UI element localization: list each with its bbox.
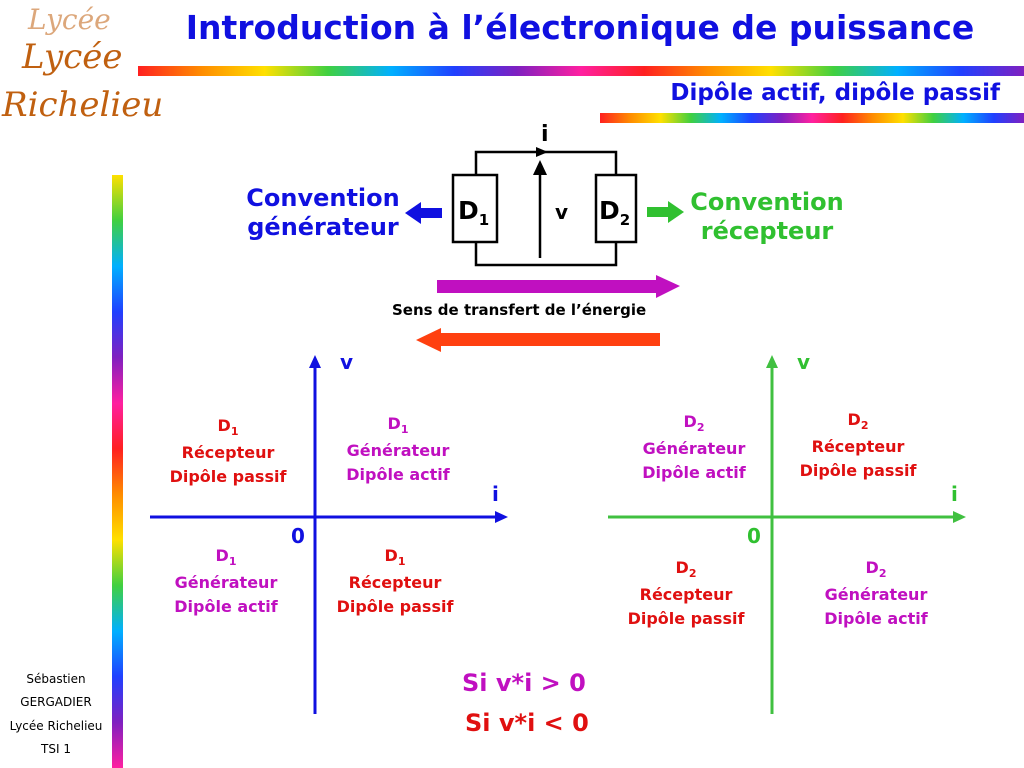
title-rainbow-bar: [138, 66, 1024, 76]
page-subtitle: Dipôle actif, dipôle passif: [670, 80, 1000, 106]
school-logo: Lycée Lycée Richelieu: [0, 0, 163, 170]
top-wire: [474, 150, 618, 175]
left-v-axis-arrow-icon: [309, 355, 321, 368]
voltage-label: v: [555, 200, 569, 224]
logo-line1: Lycée: [28, 3, 111, 36]
receptor-convention-label: Convention récepteur: [690, 188, 844, 245]
left-arrow-icon: [405, 202, 421, 224]
condition-positive: Si v*i > 0: [462, 669, 586, 697]
author-firstname: Sébastien: [26, 672, 86, 686]
generator-convention-label: Convention générateur: [246, 184, 400, 241]
right-i-axis-label: i: [951, 482, 958, 506]
right-origin-label: 0: [747, 524, 761, 548]
left-q2-text: D1 Récepteur Dipôle passif: [169, 416, 287, 486]
author-school: Lycée Richelieu: [9, 718, 103, 733]
right-q2-text: D2 Générateur Dipôle actif: [642, 412, 746, 482]
left-origin-label: 0: [291, 524, 305, 548]
dipole-d1-box: [451, 173, 499, 244]
energy-transfer-label: Sens de transfert de l’énergie: [392, 301, 647, 319]
dipole-d2-box: [594, 173, 638, 244]
left-q1-text: D1 Générateur Dipôle actif: [346, 414, 450, 484]
dipole-d2-label: D2: [599, 196, 631, 229]
current-arrow-icon: [536, 147, 548, 157]
author-block: Sébastien GERGADIER Lycée Richelieu TSI …: [0, 668, 112, 762]
voltage-arrow-icon: [533, 160, 547, 175]
energy-right-arrow-icon: [656, 275, 680, 298]
author-lastname: GERGADIER: [20, 695, 92, 710]
page-title: Introduction à l’électronique de puissan…: [185, 8, 975, 47]
energy-right-arrow-shaft: [437, 280, 657, 293]
energy-left-arrow-icon: [416, 328, 441, 352]
left-q4-text: D1 Récepteur Dipôle passif: [336, 546, 454, 616]
current-label: i: [541, 122, 549, 147]
condition-negative: Si v*i < 0: [465, 709, 589, 737]
dipole-d1-label: D1: [458, 196, 490, 229]
left-i-axis-arrow-icon: [495, 511, 508, 523]
bottom-wire: [474, 242, 618, 267]
right-v-axis-arrow-icon: [766, 355, 778, 368]
author-class: TSI 1: [41, 742, 71, 757]
logo-line3: Richelieu: [2, 85, 164, 125]
left-v-axis-label: v: [340, 350, 354, 374]
right-q4-text: D2 Générateur Dipôle actif: [824, 558, 928, 628]
right-q1-text: D2 Récepteur Dipôle passif: [799, 410, 917, 480]
right-v-axis-label: v: [797, 350, 811, 374]
subtitle-rainbow-bar: [600, 113, 1024, 123]
left-q3-text: D1 Générateur Dipôle actif: [174, 546, 278, 616]
quadrant-graphs: [150, 355, 966, 714]
right-arrow-shaft: [647, 207, 669, 217]
circuit-diagram: [405, 147, 684, 352]
left-i-axis-label: i: [492, 482, 499, 506]
right-q3-text: D2 Récepteur Dipôle passif: [627, 558, 745, 628]
left-arrow-shaft: [420, 208, 442, 218]
logo-line2: Lycée: [22, 37, 123, 77]
right-i-axis-arrow-icon: [953, 511, 966, 523]
right-arrow-icon: [668, 201, 684, 223]
energy-left-arrow-shaft: [440, 333, 660, 346]
side-rainbow-bar: [112, 175, 123, 768]
